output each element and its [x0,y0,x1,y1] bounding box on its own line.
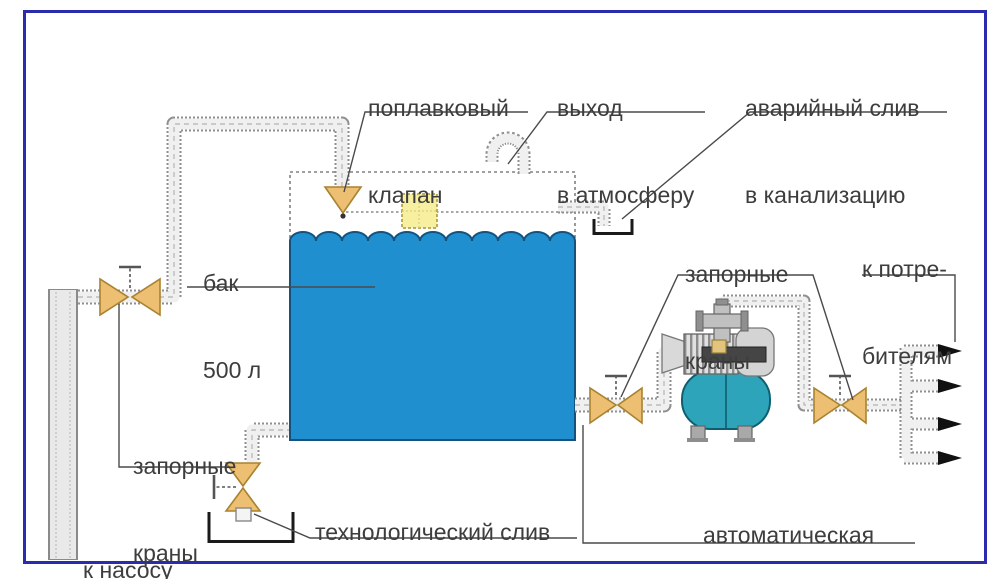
flow-arrow-icon [938,344,962,358]
drain-valve-assembly [207,462,295,543]
float-valve-assembly [323,186,575,229]
overflow-drain-icon [592,219,634,235]
label-vent: выход в атмосферу [557,95,695,208]
float-valve-icon [323,186,363,215]
label-shutoff-right: запорные краны [685,261,789,374]
label-shutoff-left: запорные краны [133,453,237,566]
distribution-manifold [904,344,962,465]
label-tank: бак 500 л [203,270,262,383]
label-to-pump: к насосу [83,557,173,579]
supply-riser-pipe [48,289,78,560]
label-float-valve: поплавковый клапан [368,95,509,208]
shutoff-valve-supply [99,265,161,317]
label-pump-station: автоматическая насосная станция [703,522,875,548]
label-tech-drain: технологический слив в канализацию [315,519,551,545]
label-emergency-drain: аварийный слив в канализацию [745,95,920,208]
overflow-pipe [558,207,634,235]
float-icon [401,193,438,229]
callout-lines [118,111,956,544]
label-consumers: к потре- бителям [862,256,953,369]
flow-arrow-icon [938,417,962,431]
floor-drain-icon [207,512,295,543]
pump-station-icon [661,298,775,442]
tank-water [289,231,576,441]
shutoff-valve-manifold [813,374,867,425]
shutoff-valve-tank-outlet [589,374,643,425]
diagram-border [23,10,987,564]
drain-valve-icon [224,462,262,488]
flow-arrow-icon [938,451,962,465]
flow-arrow-icon [938,379,962,393]
